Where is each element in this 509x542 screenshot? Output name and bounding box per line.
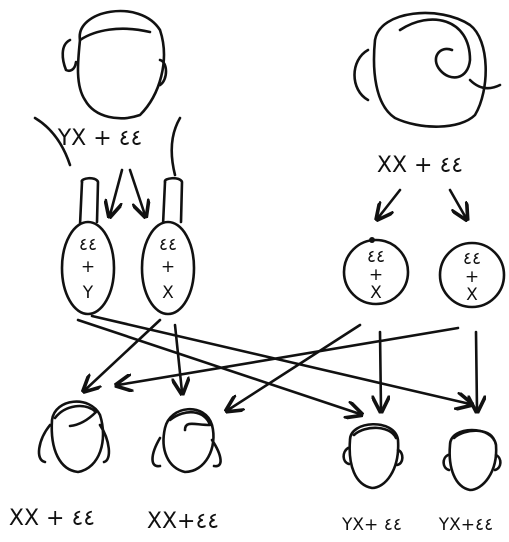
child-2-head-icon [151,407,222,474]
sperm-2-sex: X [162,283,174,303]
egg-1-sex: X [370,283,382,303]
child-4-label: YX+٤٤ [438,515,494,535]
cross-arrows [76,314,477,414]
egg-2-sex: X [466,285,478,305]
egg-2-plus: + [465,267,479,287]
mother-label: XX + ٤٤ [377,153,463,178]
sperm-1-plus: + [81,257,95,277]
egg-2-autosomes: ٤٤ [463,249,481,269]
child-3-label: YX+ ٤٤ [341,515,402,535]
egg-1-autosomes: ٤٤ [367,247,385,267]
sperm-y-icon [60,176,116,316]
egg-1-plus: + [369,265,383,285]
father-arrows [110,168,145,215]
father-head-icon [61,9,168,120]
sperm-1-sex: Y [82,283,94,303]
sperm-1-autosomes: ٤٤ [79,235,97,255]
egg-2-icon [438,241,506,309]
sperm-2-plus: + [161,257,175,277]
egg-1-icon [342,238,410,306]
sperm-x-icon [140,176,196,316]
father-label: YX + ٤٤ [57,126,143,151]
mother-head-icon [353,11,502,128]
child-4-head-icon [442,428,502,492]
father-body-outline [33,116,72,167]
child-2-label: XX+٤٤ [147,509,219,534]
child-3-head-icon [342,422,404,490]
sperm-2-autosomes: ٤٤ [159,235,177,255]
child-1-head-icon [37,400,111,474]
child-1-label: XX + ٤٤ [9,506,95,531]
mother-arrows [378,188,466,218]
